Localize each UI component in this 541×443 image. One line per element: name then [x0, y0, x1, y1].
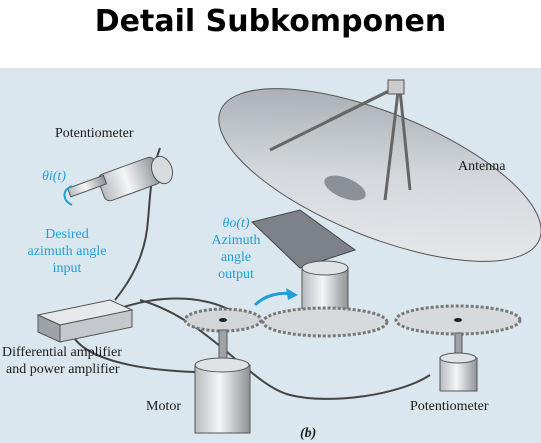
slide-title: Detail Subkomponen [94, 4, 447, 39]
output-label-line1: Azimuth [211, 233, 261, 248]
amplifier-box [36, 299, 134, 343]
gear-left [183, 307, 263, 333]
theta-o-label: θo(t) [222, 216, 250, 231]
gear-middle [261, 306, 389, 338]
gear-right [394, 304, 522, 336]
wire-amp-pot [114, 297, 231, 311]
motor [194, 329, 251, 434]
figure-caption: (b) [300, 426, 317, 441]
output-arrow-head [286, 288, 298, 300]
input-rotation-arrow [63, 185, 73, 206]
output-potentiometer [439, 332, 478, 392]
potentiometer-output-label: Potentiometer [410, 399, 489, 414]
antenna-label: Antenna [458, 159, 506, 174]
output-label-line3: output [218, 267, 254, 282]
amplifier-label-line1: Differential amplifier [2, 345, 122, 360]
antenna-base [251, 209, 357, 321]
amplifier-label-line2: and power amplifier [6, 362, 120, 377]
desired-label-line1: Desired [45, 227, 89, 242]
output-rotation-arrow [253, 291, 293, 307]
desired-label-line3: input [52, 261, 82, 276]
theta-i-label: θi(t) [42, 169, 66, 184]
output-label-line2: angle [220, 250, 252, 265]
potentiometer-input-label: Potentiometer [55, 126, 134, 141]
antenna-dish [218, 79, 541, 262]
desired-label-line2: azimuth angle [27, 244, 107, 259]
motor-label: Motor [146, 399, 181, 414]
input-potentiometer [67, 155, 174, 202]
wire-amp-motor [69, 329, 196, 373]
